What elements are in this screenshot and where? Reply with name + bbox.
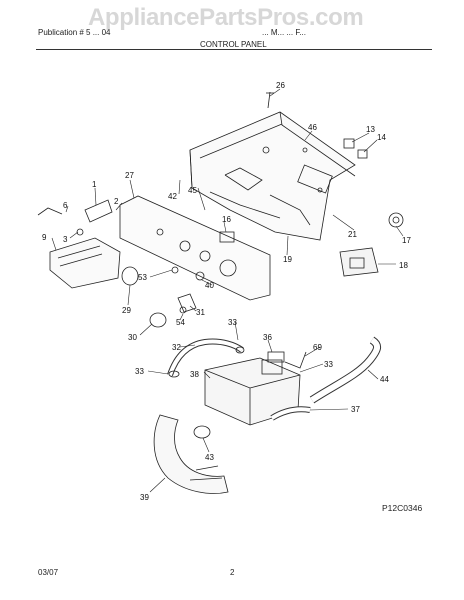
bracket-part-31 (177, 293, 197, 313)
callout-2: 2 (114, 197, 119, 206)
knob-part-30 (149, 312, 167, 328)
publication-number: Publication # 5 ... 04 (38, 28, 111, 37)
knob-part-17 (388, 212, 404, 228)
callout-39: 39 (140, 493, 149, 502)
callout-33-left: 33 (135, 367, 144, 376)
callout-14: 14 (377, 133, 386, 142)
screw-part-26 (266, 91, 274, 109)
seal-part-43 (193, 425, 211, 439)
callout-53: 53 (138, 273, 147, 282)
callout-36: 36 (263, 333, 272, 342)
callout-6: 6 (63, 201, 68, 210)
callout-33-right: 33 (324, 360, 333, 369)
callout-9: 9 (42, 233, 47, 242)
callout-27: 27 (125, 171, 134, 180)
footer-page-number: 2 (230, 568, 235, 577)
callout-43: 43 (205, 453, 214, 462)
callout-1: 1 (92, 180, 97, 189)
handle-part-1 (84, 199, 113, 223)
knob-part-29 (121, 266, 139, 286)
callout-69: 69 (313, 343, 322, 352)
callout-31: 31 (196, 308, 205, 317)
module-part-16 (219, 231, 235, 243)
dispenser-part-38 (204, 357, 301, 426)
switch-part-13 (343, 138, 355, 149)
callout-40: 40 (205, 281, 214, 290)
callout-3: 3 (63, 235, 68, 244)
callout-16: 16 (222, 215, 231, 224)
hose-part-32 (167, 338, 244, 377)
dispenser-drawer-part-9 (49, 237, 121, 289)
callout-42: 42 (168, 192, 177, 201)
control-module-part-18 (339, 247, 379, 277)
callout-30: 30 (128, 333, 137, 342)
callout-44: 44 (380, 375, 389, 384)
watermark-logo: AppliancePartsPros.com (88, 4, 364, 31)
footer-date: 03/07 (38, 568, 59, 577)
knob-part-40 (195, 271, 205, 281)
bellows-part-39 (153, 414, 229, 494)
callout-17: 17 (402, 236, 411, 245)
hose-part-37 (270, 406, 311, 421)
leader-lines (51, 88, 404, 493)
switch-part-14 (357, 149, 368, 159)
callout-33-top: 33 (228, 318, 237, 327)
callout-46: 46 (308, 123, 317, 132)
control-frame-part-46 (189, 111, 356, 241)
callout-38: 38 (190, 370, 199, 379)
callout-32: 32 (172, 343, 181, 352)
callout-21: 21 (348, 230, 357, 239)
callout-37: 37 (351, 405, 360, 414)
knob-part-53 (171, 266, 179, 274)
model-number: ... M... ... F... (262, 28, 307, 37)
header-divider (36, 49, 432, 50)
callout-18: 18 (399, 261, 408, 270)
callout-19: 19 (283, 255, 292, 264)
callout-29: 29 (122, 306, 131, 315)
knob-part-54 (179, 306, 187, 314)
bracket-part-6 (37, 207, 63, 216)
wire-part-69 (284, 351, 307, 369)
callout-45: 45 (188, 186, 197, 195)
clamp-part-33 (168, 346, 245, 378)
console-panel-part-27 (119, 195, 271, 301)
callout-54: 54 (176, 318, 185, 327)
callout-26: 26 (276, 81, 285, 90)
callout-13: 13 (366, 125, 375, 134)
spring-part-3 (76, 228, 84, 236)
callout-numbers: 26 46 13 14 27 1 45 42 2 6 16 3 9 21 17 … (42, 81, 411, 502)
valve-part-36 (267, 351, 285, 363)
diagram-code: P12C0346 (382, 503, 423, 513)
hose-part-44 (309, 336, 381, 404)
section-title: CONTROL PANEL (200, 40, 267, 49)
